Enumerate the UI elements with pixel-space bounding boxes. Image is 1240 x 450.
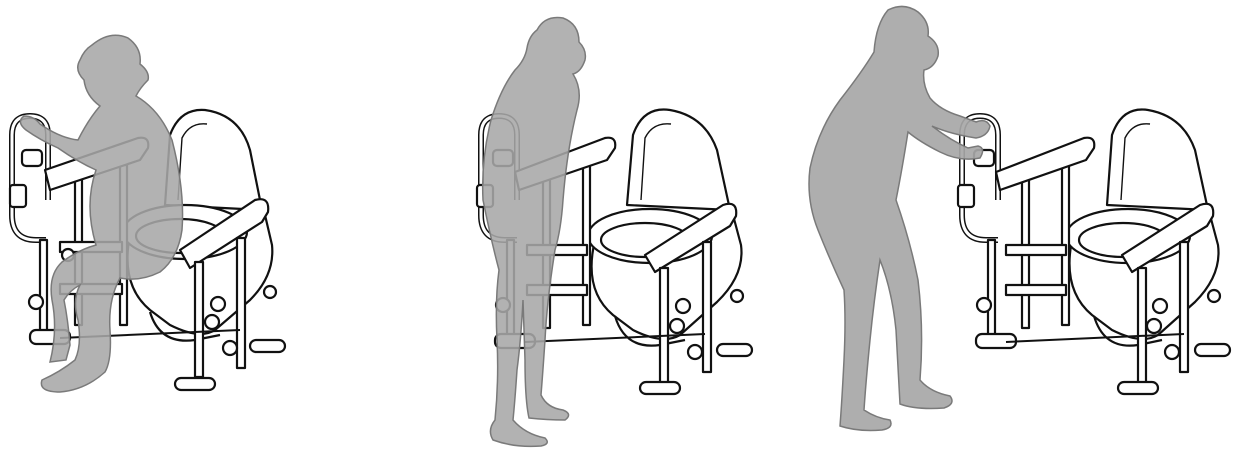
panel-seated: [0, 0, 300, 450]
person-silhouette-icon: [483, 18, 586, 447]
panel-leaning: [800, 0, 1240, 450]
panel-standing-svg: [455, 0, 785, 450]
panel-leaning-svg: [800, 0, 1240, 450]
panel-standing: [455, 0, 785, 450]
panel-seated-svg: [0, 0, 300, 450]
